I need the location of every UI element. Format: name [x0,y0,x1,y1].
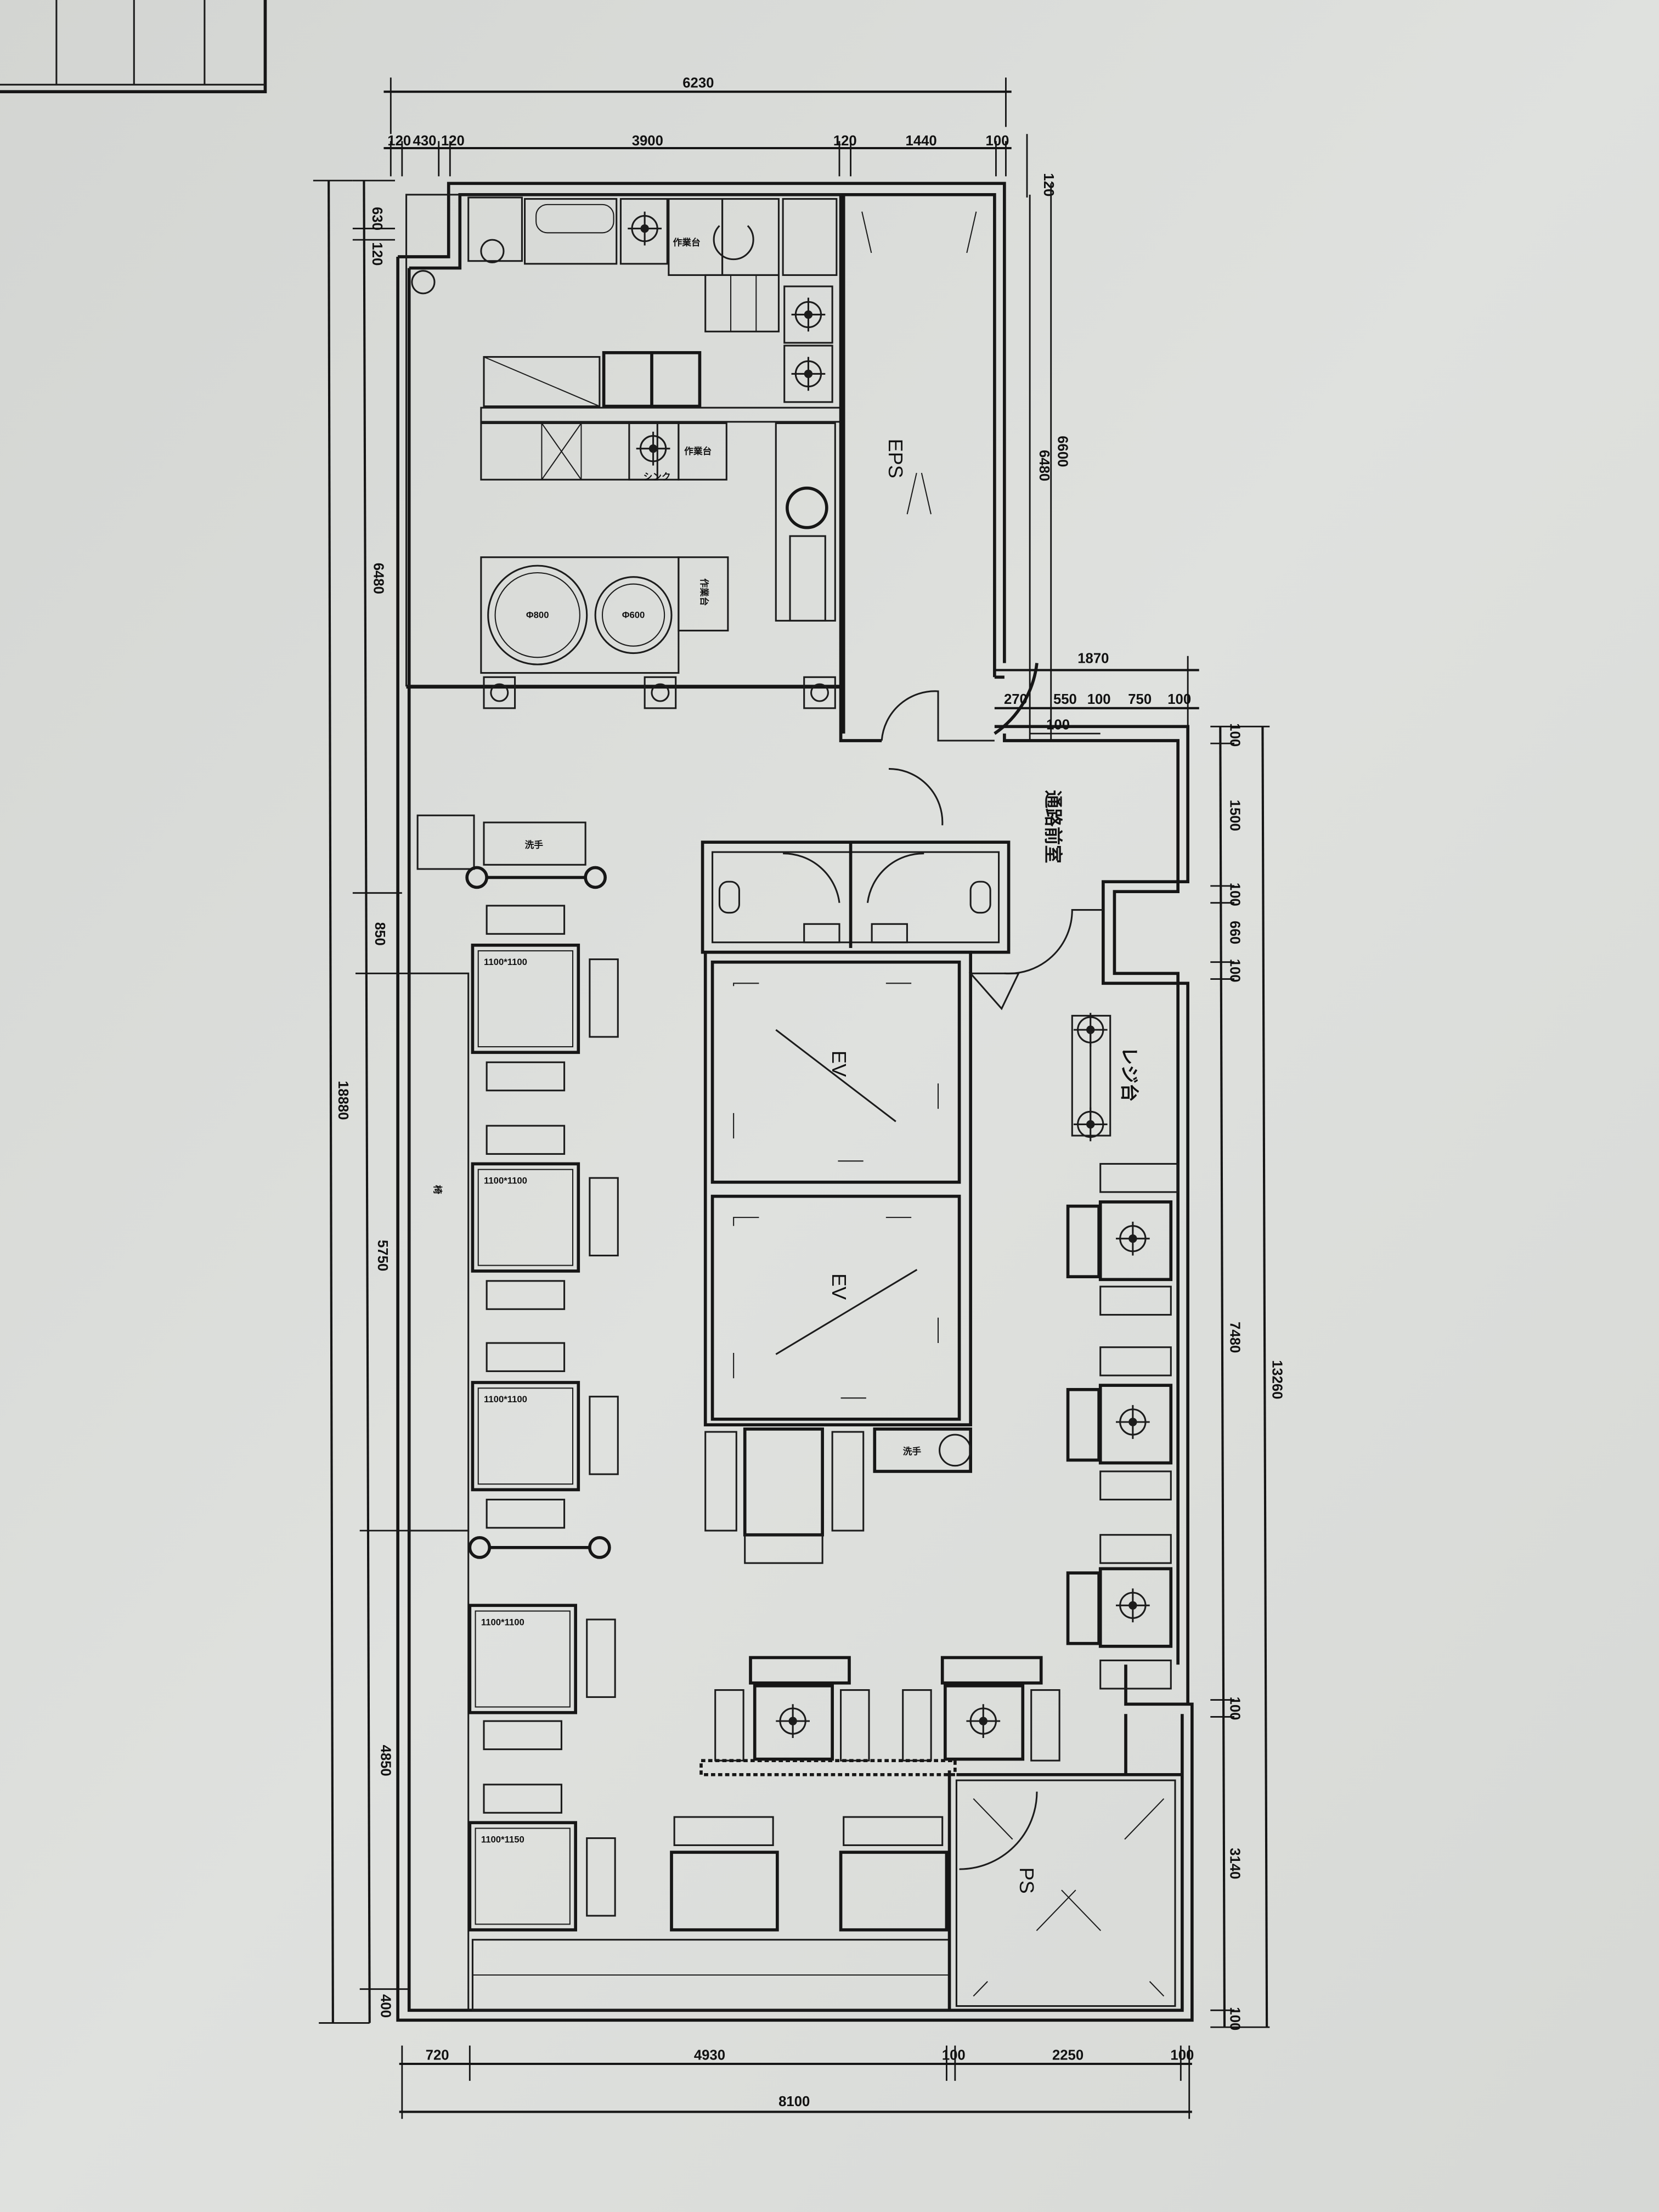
pot-size-label: Φ600 [622,610,645,620]
dining-center: 洗手 [704,1427,972,1564]
right-dimensions: 100 1500 100 660 100 7480 100 3140 100 1… [1210,723,1284,2030]
ps-label: PS [1015,1867,1038,1894]
dim-corridor-seg: 270 [1004,692,1028,707]
dining-right-booths [1066,1163,1179,1690]
toilet-icon [718,881,740,914]
eps-dimensions: 6480 6600 [1029,183,1070,741]
dim-left-seg: 4850 [377,1745,393,1776]
dim-bottom-seg: 2250 [1052,2047,1084,2063]
bench-label: 椅 [432,1185,443,1194]
dim-right-seg: 660 [1227,921,1242,944]
sink-unit [524,198,618,265]
dim-top-seg: 120 [441,133,465,149]
elevator-core: EV EV [703,950,1020,1426]
dim-left-seg: 630 [369,207,385,230]
range-2 [783,345,833,403]
elevator-label-1: EV [828,1051,850,1077]
fryer [467,196,523,262]
dim-eps-outer: 6600 [1055,436,1070,467]
dim-left-seg: 6480 [370,563,386,594]
corridor-dimensions: 1870 270 550 100 750 100 100 [994,651,1199,735]
dining-bottom-booths [471,1656,1060,2011]
dim-top-seg: 430 [413,133,437,149]
dim-bottom-seg: 4930 [694,2047,725,2063]
dim-top-right: 120 [1041,173,1056,196]
table-size-label: 1100*1100 [481,1617,524,1627]
range-1 [783,285,833,344]
register-label: レジ台 [1119,1047,1140,1102]
dim-corridor-total: 1870 [1077,651,1109,667]
dim-top-total: 6230 [682,75,714,91]
dim-bottom-seg: 100 [1170,2047,1194,2063]
dim-right-seg: 100 [1227,723,1242,747]
dim-bottom-seg: 100 [942,2047,966,2063]
dim-bottom-seg: 720 [426,2047,449,2063]
dim-top-seg: 3900 [632,133,663,149]
dim-left-seg: 400 [377,1994,393,2018]
handwash-label: 洗手 [525,839,544,850]
kitchen-worktable-label: 作業台 [699,578,710,606]
dim-right-seg: 100 [1227,2007,1242,2030]
table-size-label: 1100*1100 [484,957,527,967]
dim-corridor-seg: 550 [1053,692,1077,707]
toilet-icon [969,881,991,914]
kitchen-worktable-label: 作業台 [684,445,712,456]
kitchen-area: 作業台 作業台 シンク Φ800 Φ600 [405,194,842,709]
dim-left-total: 18880 [335,1081,351,1120]
dim-bottom-total: 8100 [778,2094,810,2109]
dim-left-seg: 120 [369,242,385,266]
table-size-label: 1100*1100 [484,1175,527,1186]
sink-label: シンク [644,471,671,482]
corridor-label: 通路前室 [1042,790,1064,864]
dim-corridor-seg: 100 [1087,692,1111,707]
ps-shaft: PS [947,1714,1182,2011]
dining-left: 椅 洗手 1100*1100 1100*1100 1100*1100 1100*… [408,814,619,2011]
dim-right-seg: 100 [1227,883,1242,906]
kitchen-worktable-label: 作業台 [673,236,701,247]
dim-right-seg: 100 [1227,1697,1242,1720]
dim-left-seg: 850 [372,922,387,946]
table-size-label: 1100*1150 [481,1834,524,1844]
dim-right-seg: 100 [1227,959,1242,983]
dim-top-seg: 120 [833,133,857,149]
dim-right-total: 13260 [1269,1360,1284,1399]
pot-size-label: Φ800 [526,610,549,620]
dim-top-seg: 1440 [906,133,937,149]
dim-left-seg: 5750 [375,1240,390,1271]
title-block-fragment [0,0,267,93]
handwash-label: 洗手 [903,1446,922,1457]
dim-eps-height: 6480 [1036,450,1052,481]
dim-right-seg: 3140 [1227,1848,1242,1879]
register-counter: レジ台 [1071,1012,1140,1142]
eps-label: EPS [884,439,907,478]
dim-right-seg: 1500 [1227,800,1242,831]
top-dimensions: 6230 120 430 120 3900 120 1440 100 120 [383,75,1056,198]
dim-top-seg: 120 [387,133,411,149]
table-size-label: 1100*1100 [484,1394,527,1404]
dim-corridor-seg: 100 [1167,692,1191,707]
left-dimensions: 18880 630 120 6480 850 5750 4850 400 [313,179,416,2024]
dim-top-seg: 100 [986,133,1009,149]
eps-shaft: EPS [839,194,995,826]
bottom-dimensions: 720 4930 100 2250 100 8100 [399,2045,1194,2119]
elevator-label-2: EV [828,1273,850,1300]
dim-corridor-small: 100 [1046,717,1070,732]
dim-right-seg: 7480 [1227,1322,1242,1353]
dim-corridor-seg: 750 [1128,692,1152,707]
